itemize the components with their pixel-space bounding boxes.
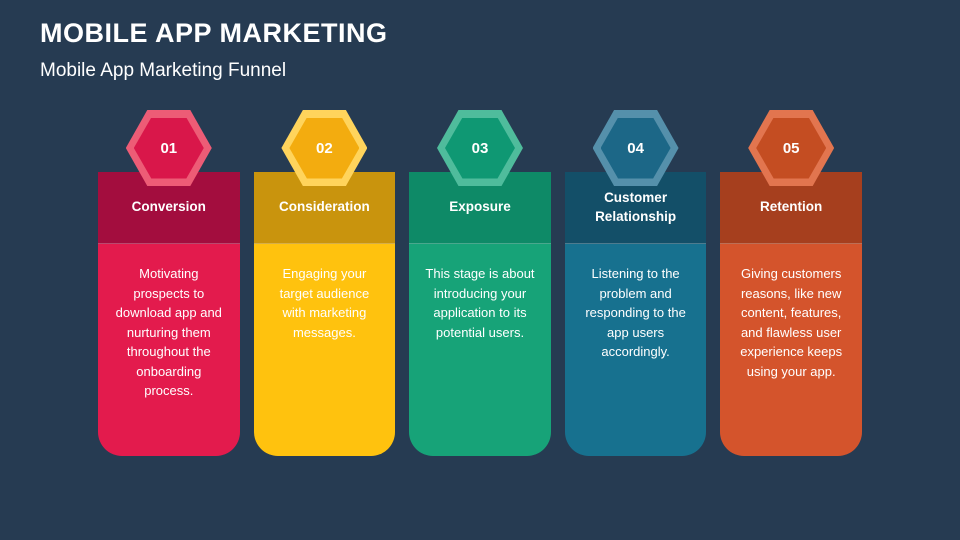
- slide-title: MOBILE APP MARKETING: [40, 18, 388, 48]
- column-title: Consideration: [279, 199, 370, 215]
- column-title: Exposure: [449, 199, 511, 215]
- funnel-column: 04 Customer Relationship Listening to th…: [564, 110, 707, 456]
- funnel-column: 01 Conversion Motivating prospects to do…: [98, 110, 240, 456]
- column-body: Engaging your target audience with marke…: [253, 244, 396, 456]
- hexagon-badge-inner: 03: [444, 117, 515, 179]
- hexagon-badge-inner: 01: [133, 117, 204, 179]
- column-body: Giving customers reasons, like new conte…: [720, 244, 862, 456]
- column-description: Engaging your target audience with marke…: [279, 266, 370, 340]
- column-description: Giving customers reasons, like new conte…: [740, 266, 843, 379]
- column-header: Exposure: [409, 172, 551, 244]
- hexagon-badge-inner: 04: [600, 117, 671, 179]
- column-body: This stage is about introducing your app…: [409, 244, 551, 456]
- step-number: 02: [316, 139, 333, 157]
- column-title: Retention: [760, 199, 823, 215]
- column-description: Listening to the problem and responding …: [585, 266, 686, 359]
- hexagon-badge-inner: 02: [289, 117, 360, 179]
- column-description: Motivating prospects to download app and…: [115, 266, 222, 398]
- funnel-column: 03 Exposure This stage is about introduc…: [409, 110, 551, 456]
- column-title: Customer Relationship: [595, 190, 677, 224]
- step-number: 04: [627, 139, 644, 157]
- step-number: 05: [782, 139, 800, 157]
- slide-subtitle: Mobile App Marketing Funnel: [40, 60, 287, 81]
- column-description: This stage is about introducing your app…: [425, 266, 535, 340]
- funnel-diagram: 01 Conversion Motivating prospects to do…: [98, 110, 862, 456]
- step-number: 03: [471, 139, 489, 157]
- funnel-column: 02 Consideration Engaging your target au…: [253, 110, 396, 456]
- hexagon-badge: 03: [436, 110, 523, 186]
- column-title: Conversion: [131, 199, 206, 215]
- column-body: Motivating prospects to download app and…: [98, 244, 240, 456]
- step-number: 01: [160, 139, 178, 157]
- hexagon-badge-inner: 05: [756, 117, 827, 179]
- column-body: Listening to the problem and responding …: [564, 244, 707, 456]
- hexagon-badge: 02: [281, 110, 368, 186]
- funnel-column: 05 Retention Giving customers reasons, l…: [720, 110, 862, 456]
